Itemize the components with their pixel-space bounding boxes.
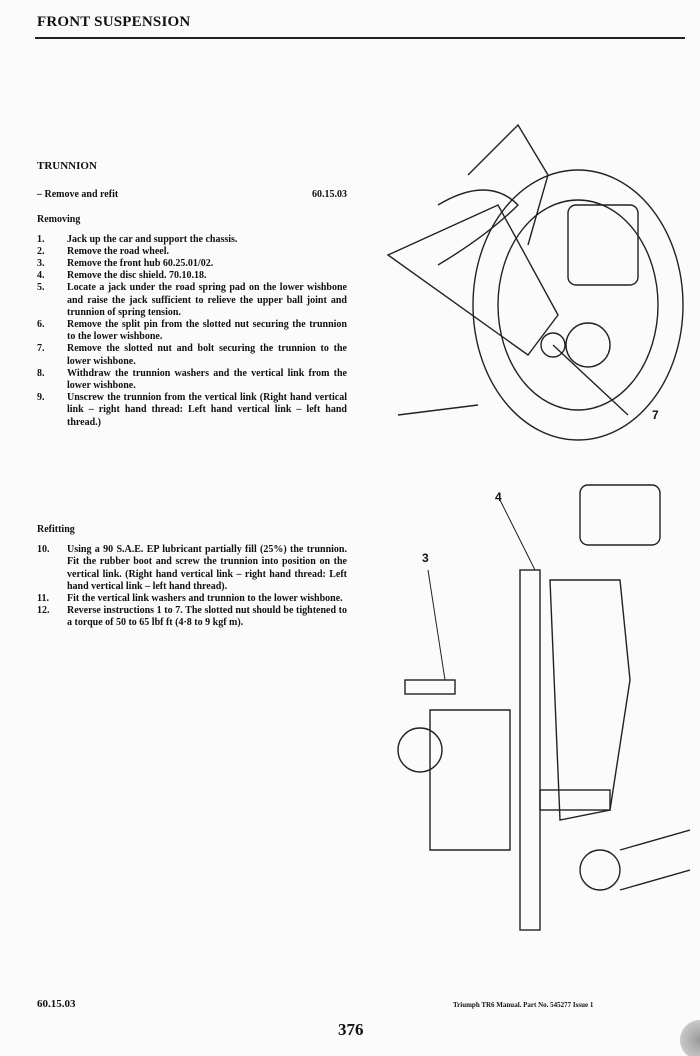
step-item: 3. Remove the front hub 60.25.01/02. <box>37 258 347 270</box>
callout-4: 4 <box>495 490 502 504</box>
callout-7: 7 <box>652 408 659 422</box>
step-text: Unscrew the trunnion from the vertical l… <box>67 392 347 428</box>
step-item: 11. Fit the vertical link washers and tru… <box>37 593 347 605</box>
step-item: 10. Using a 90 S.A.E. EP lubricant partia… <box>37 544 347 593</box>
page-curl-shadow <box>680 1020 700 1056</box>
step-item: 8. Withdraw the trunnion washers and the … <box>37 368 347 392</box>
text-column: TRUNNION – Remove and refit 60.15.03 Rem… <box>37 160 347 429</box>
subtitle-row: – Remove and refit 60.15.03 <box>37 189 347 201</box>
step-number: 4. <box>37 270 45 282</box>
step-item: 7. Remove the slotted nut and bolt securi… <box>37 343 347 367</box>
step-number: 11. <box>37 593 49 605</box>
step-item: 2. Remove the road wheel. <box>37 246 347 258</box>
page-header: FRONT SUSPENSION <box>37 14 191 30</box>
step-number: 8. <box>37 367 45 379</box>
trunnion-section-illustration <box>397 484 690 931</box>
step-number: 2. <box>37 245 45 257</box>
step-item: 1. Jack up the car and support the chassi… <box>37 234 347 246</box>
step-number: 12. <box>37 605 50 617</box>
op-code: 60.15.03 <box>312 189 347 201</box>
step-text: Withdraw the trunnion washers and the ve… <box>67 367 347 392</box>
footer-op-code: 60.15.03 <box>37 998 76 1010</box>
step-item: 12. Reverse instructions 1 to 7. The slot… <box>37 605 347 629</box>
callout-3: 3 <box>422 551 429 565</box>
step-number: 1. <box>37 233 45 245</box>
removing-steps: 1. Jack up the car and support the chassi… <box>37 234 347 429</box>
step-text: Remove the split pin from the slotted nu… <box>67 319 347 343</box>
trunnion-upper-illustration <box>386 123 684 441</box>
step-item: 4. Remove the disc shield. 70.10.18. <box>37 270 347 282</box>
step-text: Locate a jack under the road spring pad … <box>67 282 347 318</box>
refit-column: Refitting 10. Using a 90 S.A.E. EP lubric… <box>37 524 347 630</box>
step-number: 3. <box>37 258 45 270</box>
footer-manual: Triumph TR6 Manual. Part No. 545277 Issu… <box>453 1001 594 1009</box>
step-text: Remove the road wheel. <box>67 245 170 257</box>
refitting-steps: 10. Using a 90 S.A.E. EP lubricant partia… <box>37 544 347 629</box>
step-item: 9. Unscrew the trunnion from the vertical… <box>37 392 347 429</box>
step-item: 5. Locate a jack under the road spring pa… <box>37 282 347 319</box>
step-text: Remove the front hub 60.25.01/02. <box>67 258 214 270</box>
step-number: 5. <box>37 282 45 294</box>
step-text: Reverse instructions 1 to 7. The slotted… <box>67 605 347 629</box>
step-text: Fit the vertical link washers and trunni… <box>67 593 343 605</box>
header-rule <box>35 37 685 39</box>
removing-heading: Removing <box>37 214 81 226</box>
step-text: Using a 90 S.A.E. EP lubricant partially… <box>67 544 347 592</box>
step-number: 9. <box>37 392 45 404</box>
step-text: Remove the slotted nut and bolt securing… <box>67 343 347 367</box>
section-subtitle: – Remove and refit <box>37 189 119 201</box>
step-number: 10. <box>37 544 50 556</box>
refitting-heading: Refitting <box>37 524 75 535</box>
page-number: 376 <box>338 1020 364 1039</box>
step-text: Remove the disc shield. 70.10.18. <box>67 270 207 282</box>
step-number: 6. <box>37 319 45 331</box>
step-number: 7. <box>37 343 45 355</box>
step-text: Jack up the car and support the chassis. <box>67 233 238 245</box>
section-title: TRUNNION <box>37 160 97 172</box>
step-item: 6. Remove the split pin from the slotted … <box>37 319 347 343</box>
